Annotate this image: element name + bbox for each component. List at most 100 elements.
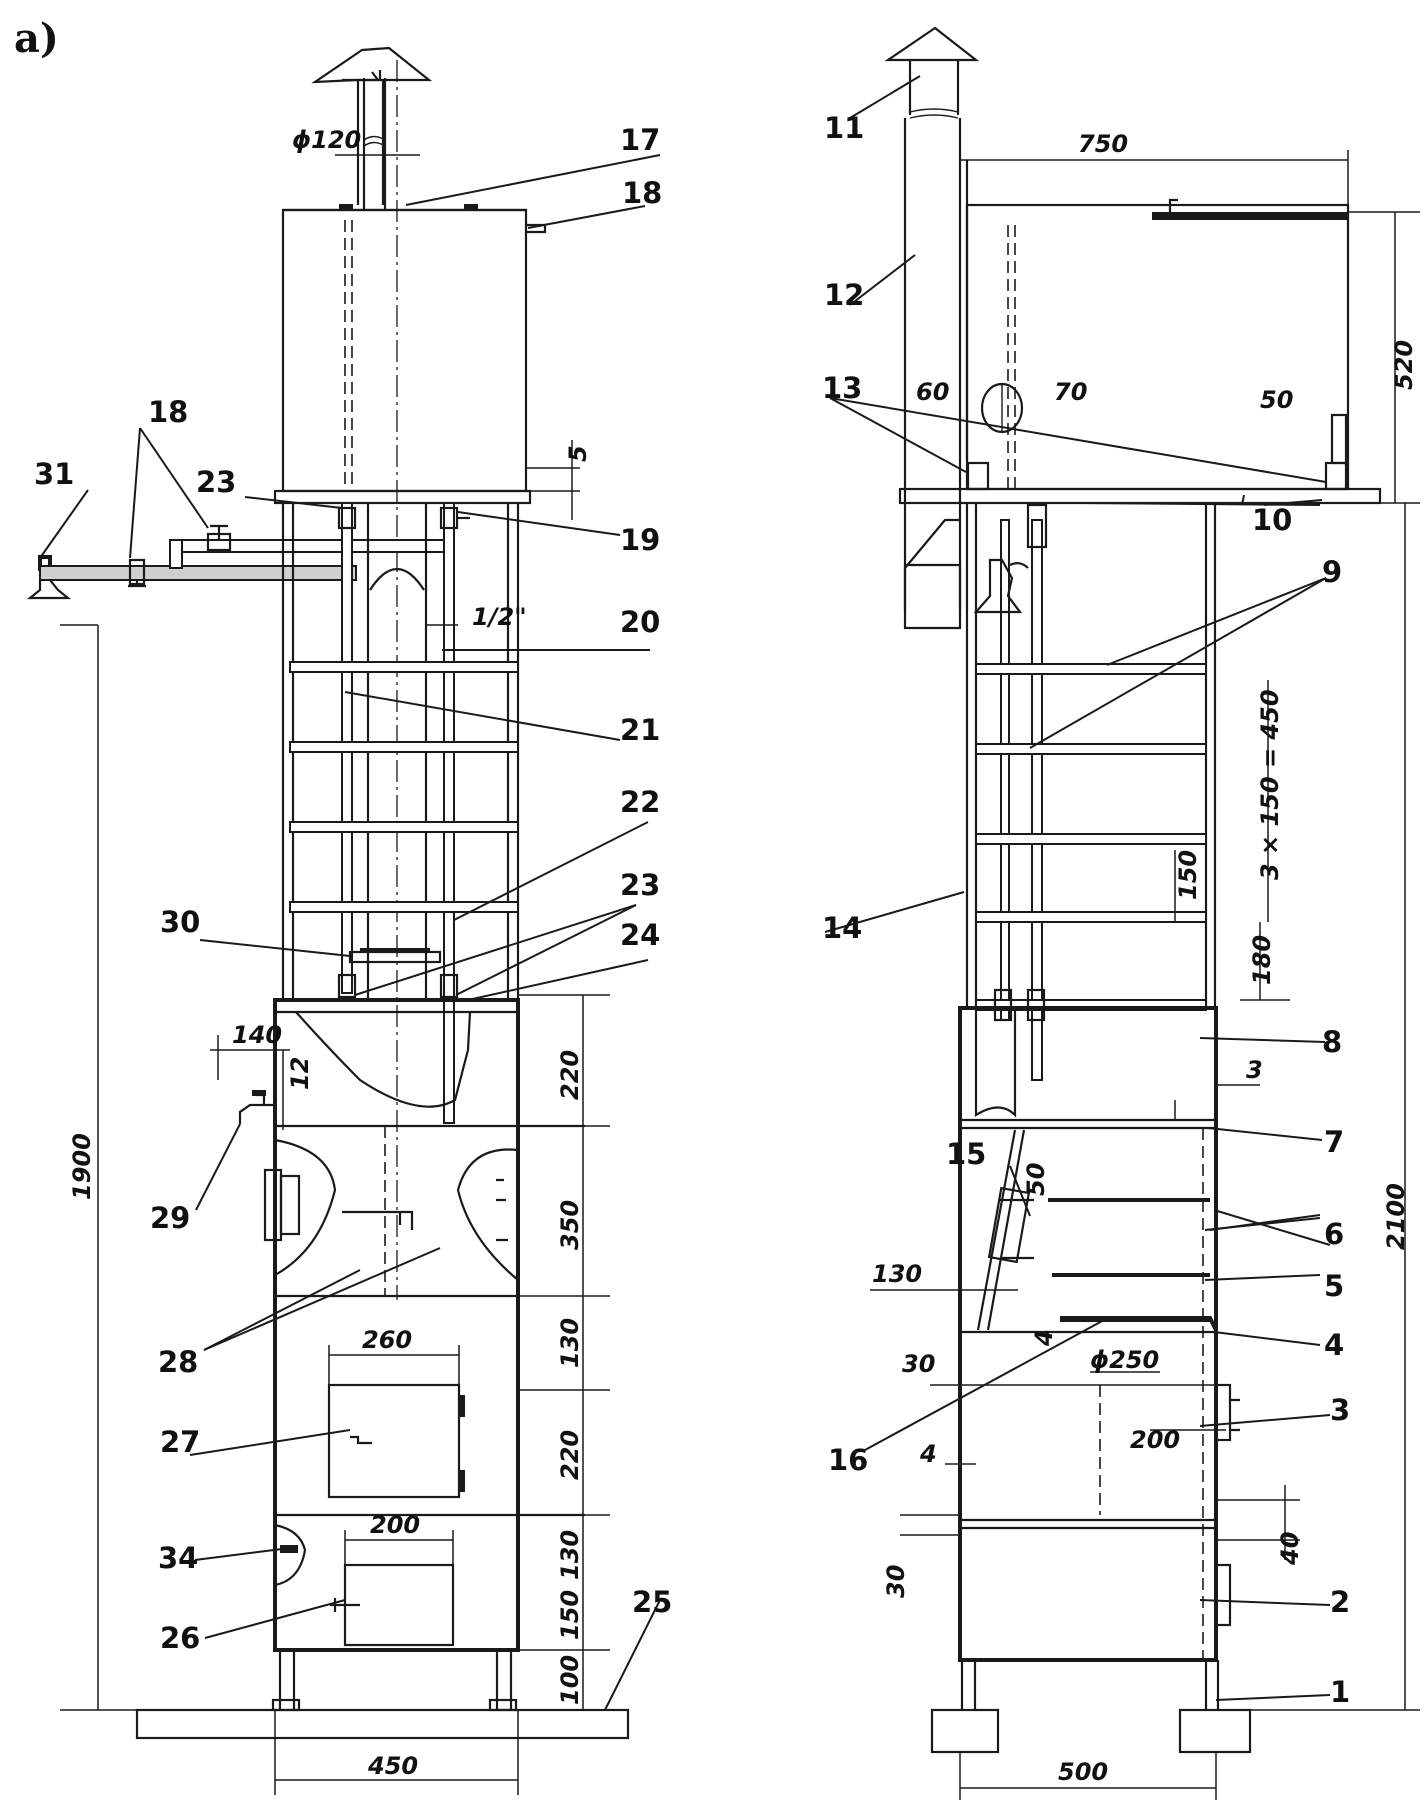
part-label-14: 14 <box>822 911 862 945</box>
front-chimney-cap-neck <box>342 71 381 82</box>
dim-220b: 220 <box>556 1430 584 1480</box>
side-chimney-pipe <box>903 118 969 610</box>
side-foot-block <box>1178 1708 1252 1754</box>
side-chimney-neck <box>908 60 960 115</box>
side-rung <box>975 743 1207 755</box>
dim-140: 140 <box>232 1021 282 1049</box>
part-label-25: 25 <box>632 1585 672 1619</box>
side-view <box>884 26 1382 1754</box>
front-stone-door <box>279 1174 301 1236</box>
dim-200b: 200 <box>1130 1426 1180 1454</box>
side-leg-right <box>1204 1660 1220 1710</box>
dim-4b: 4 <box>919 1440 937 1468</box>
part-label-22: 22 <box>620 785 660 819</box>
front-firebox-door-hinge <box>459 1470 465 1492</box>
front-rung <box>289 821 519 833</box>
front-base-slab <box>135 1708 630 1740</box>
side-tank-lug <box>1324 461 1348 491</box>
part-label-19b: 19 <box>620 523 660 557</box>
dim-3: 3 <box>1246 1056 1263 1084</box>
dim-200a: 200 <box>370 1511 420 1539</box>
front-tank-break-line <box>295 1011 472 1108</box>
part-label-27: 27 <box>160 1425 200 1459</box>
side-stove-body <box>958 1006 1218 1662</box>
front-shower-head <box>26 579 72 600</box>
part-label-26: 26 <box>160 1621 200 1655</box>
dim-150b: 150 <box>556 1590 584 1640</box>
side-tank-cutaway <box>974 1010 1017 1118</box>
dim-130c: 130 <box>872 1260 922 1288</box>
side-firebox-door-hinge <box>1230 1398 1240 1432</box>
dim-30a: 30 <box>902 1350 935 1378</box>
front-grate-support <box>280 1545 298 1553</box>
part-label-16: 16 <box>828 1443 868 1477</box>
side-stone-door <box>976 1129 1026 1331</box>
part-label-30: 30 <box>160 905 200 939</box>
dim-3x150: 3 × 150 = 450 <box>1256 689 1284 880</box>
dim-2100: 2100 <box>1382 1183 1410 1250</box>
front-shower-riser <box>169 539 183 569</box>
side-water-tank <box>965 203 1350 491</box>
front-leg-foot <box>488 1698 518 1712</box>
part-label-10: 10 <box>1252 503 1292 537</box>
front-stove-body <box>273 998 520 1652</box>
side-leg-left <box>960 1660 977 1710</box>
side-chimney-elbow <box>903 518 962 630</box>
front-valve <box>128 558 146 586</box>
part-label-12: 12 <box>824 278 864 312</box>
front-hot-water-pipe <box>443 502 455 1124</box>
side-stone-door-handle <box>987 1186 1031 1264</box>
side-hot-water-pipe <box>1031 519 1043 1081</box>
front-chimney-pipe <box>356 70 387 210</box>
leader-lines <box>39 75 1331 1711</box>
front-tap <box>238 1093 275 1124</box>
front-cutaway-34 <box>274 1523 307 1587</box>
side-stand-post-right <box>1204 503 1217 1010</box>
side-stand-post-left <box>965 503 978 1010</box>
front-flue-arch <box>369 567 425 591</box>
front-rung <box>289 901 519 913</box>
side-stone-door-bar <box>1000 1198 1034 1260</box>
front-rung <box>289 661 519 673</box>
dimension-lines <box>60 150 1420 1800</box>
front-stone-door-right-detail <box>496 1178 508 1242</box>
dim-220a: 220 <box>556 1050 584 1100</box>
dim-1-2: 1/2" <box>472 603 527 631</box>
front-heater-cover-handle <box>360 948 430 952</box>
front-ash-door-handle <box>330 1598 360 1612</box>
dim-250: ϕ250 <box>1090 1346 1159 1374</box>
dim-70: 70 <box>1054 378 1087 406</box>
part-label-11: 11 <box>824 111 864 145</box>
side-tank-drain <box>1330 413 1348 465</box>
dim-50a: 50 <box>1260 386 1293 414</box>
side-ash-door <box>1214 1563 1232 1627</box>
side-valve <box>1026 503 1048 549</box>
front-chimney-cap <box>311 46 433 84</box>
part-label-7: 7 <box>1324 1125 1344 1159</box>
dim-100: 100 <box>556 1655 584 1705</box>
dim-12: 12 <box>286 1057 314 1090</box>
part-number-labels: 31 18 23 17 18 19 20 21 22 23 24 30 29 2… <box>34 111 1350 1709</box>
part-label-2: 2 <box>1330 1585 1350 1619</box>
part-label-17: 17 <box>620 123 660 157</box>
part-label-8: 8 <box>1322 1025 1342 1059</box>
front-firebox-door-handle <box>350 1435 372 1445</box>
dim-260: 260 <box>362 1326 412 1354</box>
front-tank-handle <box>526 223 547 234</box>
figure-label: а) <box>14 15 59 62</box>
part-label-23: 23 <box>196 465 236 499</box>
side-firebox-top-plate <box>1060 1316 1210 1322</box>
dim-520: 520 <box>1390 340 1418 390</box>
dim-750: 750 <box>1078 130 1128 158</box>
side-firebox-door <box>1214 1383 1232 1442</box>
front-firebox-door-hinge <box>459 1395 465 1417</box>
front-chimney-break <box>363 135 386 147</box>
part-label-29: 29 <box>150 1201 190 1235</box>
part-label-31: 31 <box>34 457 74 491</box>
front-view <box>26 46 630 1740</box>
front-valve <box>206 532 232 552</box>
dim-130a: 130 <box>556 1318 584 1368</box>
part-label-9: 9 <box>1322 555 1342 589</box>
side-chimney-cap <box>884 26 980 62</box>
